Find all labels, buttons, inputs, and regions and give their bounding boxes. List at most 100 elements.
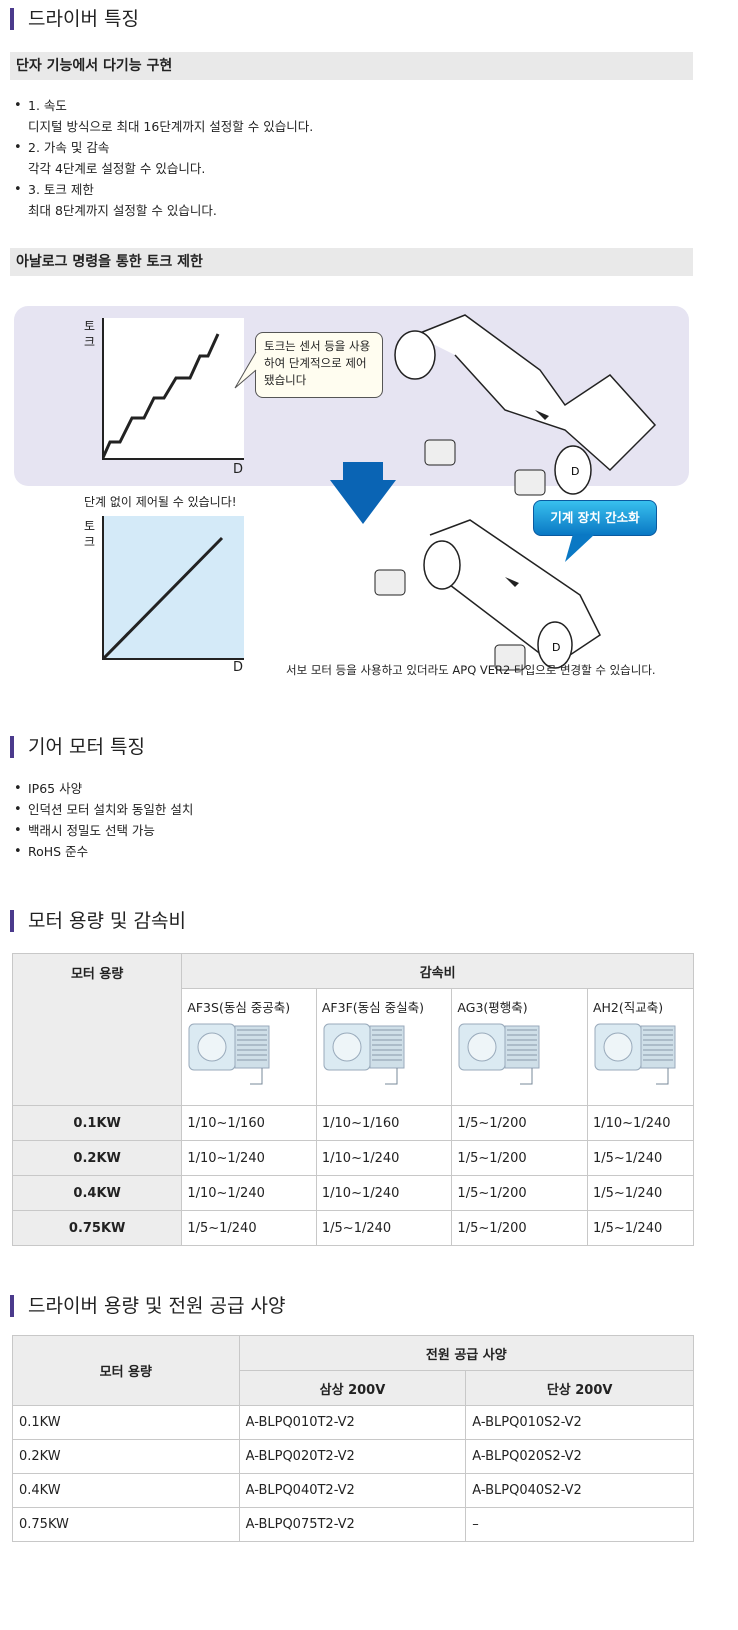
capacity-cell: 0.4KW [11,1175,183,1211]
capacity-cell: 0.2KW [12,1439,240,1474]
motor-type-cell: AF3S(동심 중공축) [181,988,317,1106]
ratio-cell: 1/10~1/160 [315,1105,453,1141]
motor-type-label: AF3S(동심 중공축) [187,1000,291,1015]
ratio-cell: 1/5~1/200 [451,1140,588,1176]
motor-type-label: AF3F(동심 중실축) [321,1000,424,1015]
ratio-cell: 1/10~1/240 [315,1140,453,1176]
motor-type-label: AH2(직교축) [592,1000,664,1015]
list-item: 인덕션 모터 설치와 동일한 설치 [14,799,193,820]
list-item: IP65 사양 [14,778,193,799]
stepless-caption: 단계 없이 제어될 수 있습니다! [84,495,237,509]
servo-note: 서보 모터 등을 사용하고 있더라도 APQ VER2 타입으로 변경할 수 있… [286,663,656,677]
model-cell: A-BLPQ010T2-V2 [238,1405,467,1440]
list-item: 백래시 정밀도 선택 가능 [14,820,193,841]
item-label: 1. 속도 [28,98,67,113]
item-desc: 디지털 방식으로 최대 16단계까지 설정할 수 있습니다. [28,119,314,134]
model-cell: A-BLPQ010S2-V2 [465,1405,694,1440]
simplify-badge: 기계 장치 간소화 [533,500,657,536]
motor-image [458,1023,540,1085]
capacity-cell: 0.2KW [11,1140,183,1176]
ratio-cell: 1/10~1/240 [586,1105,695,1141]
motor-type-cell: AF3F(동심 중실축) [315,988,453,1106]
header-capacity: 모터 용량 [11,953,183,1106]
roller-label: D [552,641,560,654]
gear-motor-feature-list: IP65 사양 인덕션 모터 설치와 동일한 설치 백래시 정밀도 선택 가능 … [14,778,193,862]
section-title-gear-motor: 기어 모터 특징 [10,736,145,758]
model-cell: A-BLPQ020T2-V2 [238,1439,467,1474]
model-cell: A-BLPQ075T2-V2 [238,1507,467,1542]
capacity-cell: 0.75KW [12,1507,240,1542]
item-label: 2. 가속 및 감속 [28,140,110,155]
motor-type-label: AG3(평행축) [457,1000,528,1015]
y-axis-label: 토크 [84,519,96,549]
ratio-cell: 1/5~1/240 [181,1210,317,1246]
stepped-line [102,333,220,460]
ratio-cell: 1/5~1/240 [586,1210,695,1246]
speech-bubble: 토크는 센서 등을 사용하여 단계적으로 제어됐습니다 [255,332,383,398]
ratio-cell: 1/10~1/160 [181,1105,317,1141]
model-cell: – [465,1507,694,1542]
roller-label: D [571,465,579,478]
section-title-capacity-ratio: 모터 용량 및 감속비 [10,910,186,932]
model-cell: A-BLPQ040S2-V2 [465,1473,694,1508]
subheading-multifunction: 단자 기능에서 다기능 구현 [10,52,693,80]
y-axis-label: 토크 [84,319,96,349]
bubble-tail [234,351,257,389]
ratio-cell: 1/5~1/200 [451,1210,588,1246]
model-cell: A-BLPQ040T2-V2 [238,1473,467,1508]
ratio-cell: 1/5~1/240 [586,1140,695,1176]
subheading-torque-limit: 아날로그 명령을 통한 토크 제한 [10,248,693,276]
item-label: 3. 토크 제한 [28,182,94,197]
linear-line [102,536,224,660]
torque-diagram: 토크 D 토크는 센서 등을 사용하여 단계적으로 제어됐습니다 D 단계 없이… [0,290,738,690]
motor-image [188,1023,270,1085]
header-ratio: 감속비 [181,953,694,989]
graph-stepped [102,318,244,460]
badge-tail [565,534,595,562]
capacity-cell: 0.1KW [12,1405,240,1440]
ratio-cell: 1/10~1/240 [181,1140,317,1176]
header-1phase: 단상 200V [465,1370,694,1406]
header-capacity: 모터 용량 [12,1335,240,1406]
x-axis-label: D [233,660,244,675]
ratio-cell: 1/10~1/240 [315,1175,453,1211]
capacity-cell: 0.1KW [11,1105,183,1141]
capacity-cell: 0.4KW [12,1473,240,1508]
header-3phase: 삼상 200V [238,1370,467,1406]
motor-type-cell: AG3(평행축) [451,988,588,1106]
ratio-cell: 1/5~1/240 [315,1210,453,1246]
conveyor-illustration-stepped: D [394,314,657,496]
item-desc: 최대 8단계까지 설정할 수 있습니다. [28,203,217,218]
item-desc: 각각 4단계로 설정할 수 있습니다. [28,161,206,176]
header-power: 전원 공급 사양 [238,1335,695,1371]
ratio-cell: 1/5~1/200 [451,1175,588,1211]
ratio-cell: 1/5~1/240 [586,1175,695,1211]
section-title-driver-features: 드라이버 특징 [10,8,139,30]
motor-image [323,1023,405,1085]
x-axis-label: D [233,462,244,477]
list-item: RoHS 준수 [14,841,193,862]
motor-image [594,1023,676,1085]
ratio-cell: 1/10~1/240 [181,1175,317,1211]
motor-type-cell: AH2(직교축) [586,988,695,1106]
section-title-driver-power: 드라이버 용량 및 전원 공급 사양 [10,1295,285,1317]
conveyor-illustration-simple: D [374,519,601,671]
model-cell: A-BLPQ020S2-V2 [465,1439,694,1474]
ratio-cell: 1/5~1/200 [451,1105,588,1141]
down-arrow-icon [330,462,396,524]
capacity-cell: 0.75KW [11,1210,183,1246]
